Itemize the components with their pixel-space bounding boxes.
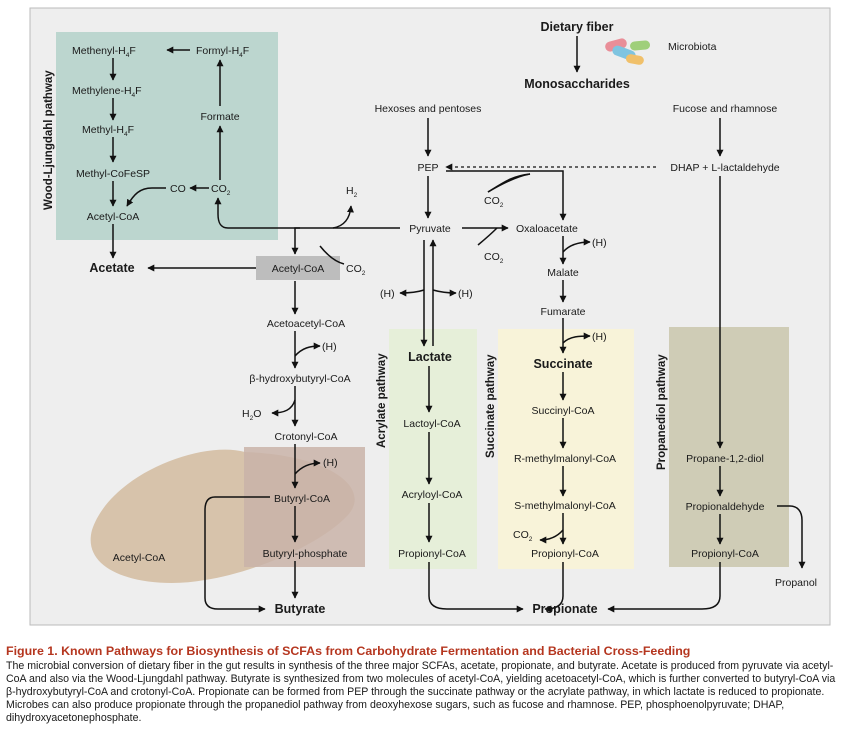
co-label: CO [170, 183, 186, 195]
propionyl-coa-succinate-label: Propionyl-CoA [531, 548, 599, 560]
caption-title: Figure 1. Known Pathways for Biosynthesi… [6, 644, 691, 658]
pyruvate-label: Pyruvate [409, 223, 451, 235]
propionyl-coa-acrylate-label: Propionyl-CoA [398, 548, 466, 560]
methyl-cofesp-label: Methyl-CoFeSP [76, 168, 150, 180]
fumarate-label: Fumarate [541, 306, 586, 318]
succinyl-coa-label: Succinyl-CoA [531, 405, 594, 417]
co2-wl-label: CO2 [211, 183, 231, 197]
caption-text: The microbial conversion of dietary fibe… [6, 660, 836, 725]
wood-ljungdahl-box [56, 32, 278, 240]
h-crotonyl-label: (H) [323, 457, 338, 469]
fucose-rhamnose-label: Fucose and rhamnose [673, 103, 778, 115]
co2-pep-label: CO2 [484, 195, 504, 209]
scfa-pathway-diagram: Wood-Ljungdahl pathway Acrylate pathway … [29, 7, 831, 626]
s-methylmalonyl-label: S-methylmalonyl-CoA [514, 500, 616, 512]
pep-label: PEP [417, 162, 438, 174]
formyl-label: Formyl-H4F [196, 45, 249, 59]
propionyl-coa-propanediol-label: Propionyl-CoA [691, 548, 759, 560]
propanediol-title: Propanediol pathway [656, 354, 668, 470]
propionate-label: Propionate [532, 602, 597, 616]
propanediol-box [669, 327, 789, 567]
propane-diol-label: Propane-1,2-diol [686, 453, 764, 465]
acrylate-title: Acrylate pathway [376, 353, 388, 448]
h-fumarate-label: (H) [592, 331, 607, 343]
h-oxaloacetate-label: (H) [592, 237, 607, 249]
dhap-label: DHAP + L-lactaldehyde [670, 162, 779, 174]
succinate-box [498, 329, 634, 569]
oxaloacetate-label: Oxaloacetate [516, 223, 578, 235]
h2o-label: H2O [242, 408, 261, 422]
hexoses-pentoses-label: Hexoses and pentoses [375, 103, 482, 115]
microbiota-label: Microbiota [668, 41, 717, 53]
h2-label: H2 [346, 185, 358, 199]
succinate-label: Succinate [533, 357, 592, 371]
acrylate-box [389, 329, 477, 569]
butyryl-coa-label: Butyryl-CoA [274, 493, 330, 505]
r-methylmalonyl-label: R-methylmalonyl-CoA [514, 453, 616, 465]
acetoacetyl-coa-label: Acetoacetyl-CoA [267, 318, 345, 330]
dietary-fiber-label: Dietary fiber [541, 20, 614, 34]
figure-caption: Figure 1. Known Pathways for Biosynthesi… [6, 644, 842, 725]
methenyl-label: Methenyl-H4F [72, 45, 136, 59]
acetate-label: Acetate [89, 261, 134, 275]
lactate-label: Lactate [408, 350, 452, 364]
butyryl-phosphate-label: Butyryl-phosphate [263, 548, 348, 560]
hydroxybutyryl-label: β-hydroxybutyryl-CoA [249, 373, 350, 385]
reaction-arrows [109, 36, 806, 613]
lactoyl-coa-label: Lactoyl-CoA [403, 418, 460, 430]
acetyl-coa-wl-label: Acetyl-CoA [87, 211, 140, 223]
methyl-label: Methyl-H4F [82, 124, 134, 138]
butyrate-label: Butyrate [275, 602, 326, 616]
h-right-pyruvate-label: (H) [458, 288, 473, 300]
methylene-label: Methylene-H4F [72, 85, 142, 99]
acetyl-coa-main-label: Acetyl-CoA [272, 263, 325, 275]
acetyl-coa-cross-label: Acetyl-CoA [113, 552, 166, 564]
h-acetoacetyl-label: (H) [322, 341, 337, 353]
propanol-label: Propanol [775, 577, 817, 589]
co2-methylmalonyl-label: CO2 [513, 529, 533, 543]
microbiota-icon [605, 38, 651, 65]
co2-acetyl-label: CO2 [346, 263, 366, 277]
crotonyl-coa-label: Crotonyl-CoA [274, 431, 337, 443]
malate-label: Malate [547, 267, 579, 279]
acryloyl-coa-label: Acryloyl-CoA [402, 489, 463, 501]
formate-label: Formate [200, 111, 239, 123]
wood-ljungdahl-title: Wood-Ljungdahl pathway [43, 70, 55, 210]
acetyl-coa-main-box [256, 256, 340, 280]
succinate-title: Succinate pathway [485, 354, 497, 458]
h-left-pyruvate-label: (H) [380, 288, 395, 300]
co2-pyr-label: CO2 [484, 251, 504, 265]
propionaldehyde-label: Propionaldehyde [686, 501, 765, 513]
monosaccharides-label: Monosaccharides [524, 77, 630, 91]
